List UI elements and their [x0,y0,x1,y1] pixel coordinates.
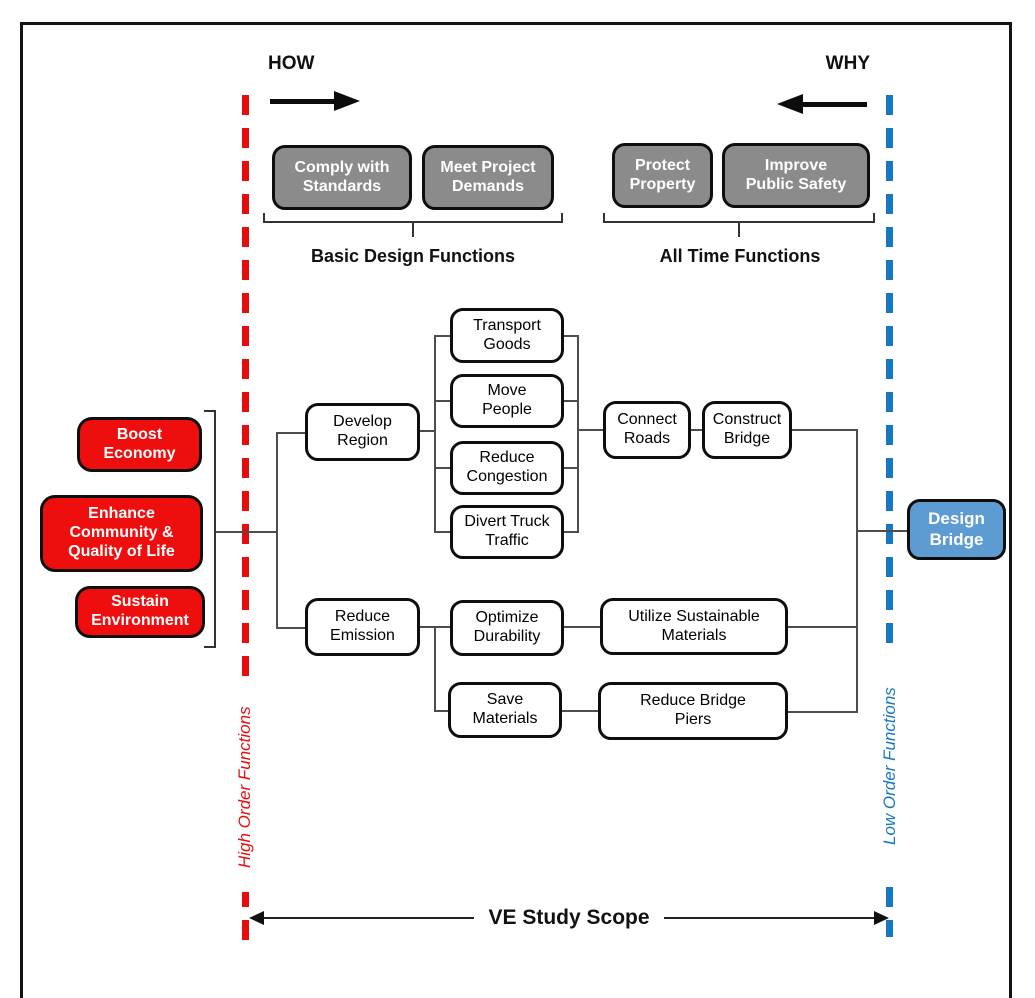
function-box-comply-with-standards: Comply with Standards [272,145,412,210]
function-box-divert-truck-traffic: Divert Truck Traffic [450,505,564,559]
connector-line [436,531,450,533]
function-box-construct-bridge: Construct Bridge [702,401,792,459]
connector-line [420,430,435,432]
why-arrow-icon [777,94,867,114]
why-label: WHY [825,53,870,74]
ve-study-scope-arrow: VE Study Scope [249,904,890,932]
scope-arrow-right-head [874,911,890,925]
connector-line [434,626,436,712]
ve-study-scope-label: VE Study Scope [488,906,650,929]
connector-line [278,432,305,434]
function-box-connect-roads: Connect Roads [603,401,691,459]
function-box-sustain-environment: Sustain Environment [75,586,205,638]
connector-line [564,531,578,533]
function-box-meet-project-demands: Meet Project Demands [422,145,554,210]
connector-line [216,531,278,533]
high-order-bracket-tick [204,646,215,648]
how-arrow-icon [270,91,360,111]
connector-line [788,711,856,713]
connector-line [436,626,450,628]
function-box-reduce-emission: Reduce Emission [305,598,420,656]
function-box-reduce-congestion: Reduce Congestion [450,441,564,495]
basic-design-bracket-tick [412,223,414,237]
function-box-protect-property: Protect Property [612,143,713,208]
connector-line [276,432,278,629]
connector-line [436,467,450,469]
all-time-bracket-tick [873,213,875,221]
scope-arrow-line [264,917,475,919]
low-order-functions-label: Low Order Functions [874,655,906,877]
connector-line [858,530,907,532]
scope-arrow-line [663,917,875,919]
diagram-frame [20,22,1012,998]
function-box-develop-region: Develop Region [305,403,420,461]
connector-line [691,429,702,431]
function-box-improve-public-safety: Improve Public Safety [722,143,870,208]
function-box-enhance-community: Enhance Community & Quality of Life [40,495,203,572]
function-box-optimize-durability: Optimize Durability [450,600,564,656]
low-order-dashed-line [886,95,893,937]
all-time-bracket-tick [603,213,605,221]
connector-line [577,335,579,533]
connector-line [436,400,450,402]
connector-line [278,627,305,629]
how-arrow-shaft [270,98,334,104]
high-order-bracket-tick [204,410,215,412]
function-box-transport-goods: Transport Goods [450,308,564,363]
function-box-reduce-bridge-piers: Reduce Bridge Piers [598,682,788,740]
connector-line [792,429,858,431]
why-arrow-shaft [803,101,867,107]
connector-line [434,335,436,533]
connector-line [564,400,578,402]
connector-line [420,626,435,628]
basic-design-bracket-tick [561,213,563,221]
connector-line [562,710,598,712]
basic-design-bracket-tick [263,213,265,221]
all-time-bracket [603,221,875,223]
basic-design-bracket [263,221,563,223]
basic-design-functions-label: Basic Design Functions [310,246,516,266]
why-arrow-head [777,94,803,114]
connector-line [436,335,450,337]
connector-line [436,710,448,712]
function-box-save-materials: Save Materials [448,682,562,738]
connector-line [856,429,858,713]
function-box-move-people: Move People [450,374,564,428]
high-order-functions-label: High Order Functions [229,682,261,892]
all-time-bracket-tick [738,223,740,237]
connector-line [564,335,578,337]
scope-arrow-left-head [249,911,264,925]
connector-line [788,626,856,628]
connector-line [579,429,603,431]
how-label: HOW [268,53,315,74]
function-box-boost-economy: Boost Economy [77,417,202,472]
high-order-bracket [214,410,216,648]
connector-line [564,626,600,628]
all-time-functions-label: All Time Functions [659,246,821,266]
function-box-design-bridge: Design Bridge [907,499,1006,560]
high-order-dashed-line [242,95,249,943]
how-arrow-head [334,91,360,111]
connector-line [564,467,578,469]
function-box-utilize-sustainable-materials: Utilize Sustainable Materials [600,598,788,655]
